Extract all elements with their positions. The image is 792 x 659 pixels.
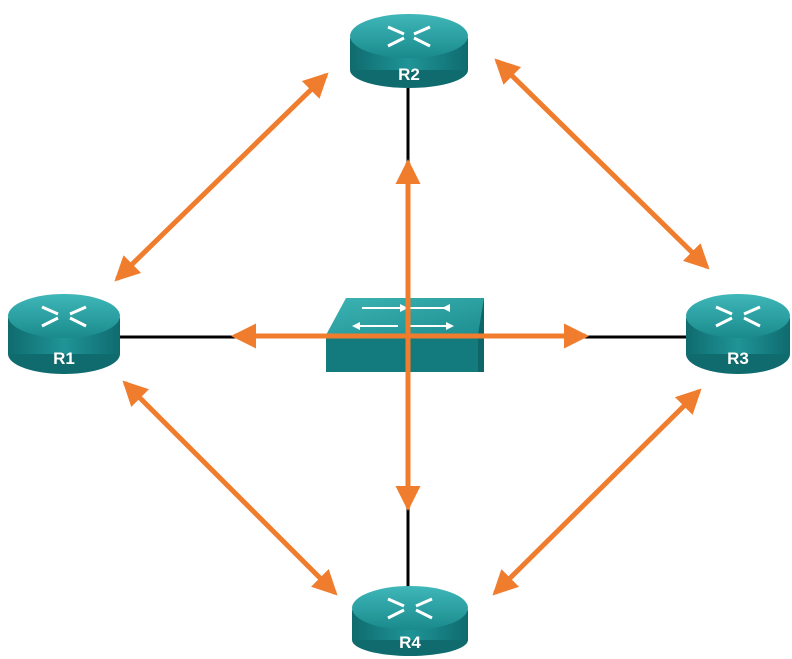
router-r4: R4 [352, 586, 468, 656]
router-arrows-icon [715, 305, 761, 328]
arrow-r3-r4 [492, 388, 702, 596]
router-label-r2: R2 [398, 65, 420, 84]
router-label-r1: R1 [53, 349, 75, 368]
adjacency-arrows [114, 58, 710, 596]
router-arrows-icon [41, 305, 87, 328]
arrow-r1-r2 [114, 72, 329, 282]
router-arrows-icon [387, 597, 433, 620]
router-r1: R1 [8, 294, 120, 374]
arrow-r4-r1 [122, 380, 338, 596]
arrow-r2-r3 [494, 58, 710, 270]
router-r3: R3 [686, 294, 790, 374]
router-arrows-icon [387, 25, 431, 48]
router-label-r4: R4 [399, 633, 421, 652]
router-r2: R2 [350, 14, 468, 88]
router-label-r3: R3 [727, 349, 749, 368]
